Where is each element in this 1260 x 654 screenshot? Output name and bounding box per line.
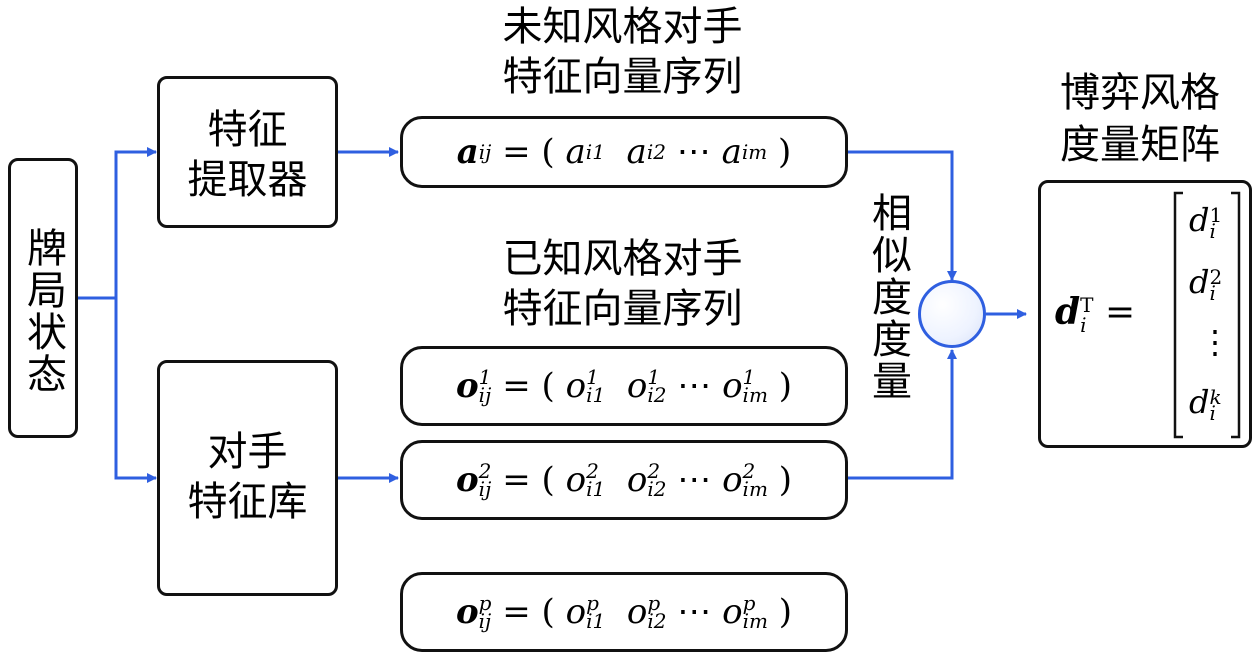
similarity-operator-circle (918, 280, 986, 348)
known2-sub: ij (478, 477, 492, 501)
knownp-var: o (455, 592, 479, 632)
matrix-entry-1-sup: 1 (1209, 202, 1223, 227)
matrix-title-line1: 博弈风格 (1060, 70, 1220, 116)
matrix-lhs-var: d (1055, 291, 1081, 333)
arrow-known-to-metric (848, 349, 957, 480)
matrix-entry-1-sub: i (1209, 218, 1216, 243)
matrix-entry-k-sup: k (1209, 384, 1222, 409)
game-state-label: 牌局状态 (20, 227, 66, 395)
matrix-vdots: ⋮ (1199, 323, 1231, 361)
unknown-vector-title-line2: 特征向量序列 (502, 54, 743, 100)
known2-e2-sup: 2 (647, 459, 661, 483)
unknown-elem-sub-1: i1 (585, 140, 605, 164)
known1-var: o (455, 366, 479, 406)
known2-e3-sup: 2 (742, 459, 756, 483)
known1-e2-sub: i2 (647, 383, 667, 407)
known2-e3-sub: im (742, 477, 768, 501)
known1-e3-sup: 1 (742, 365, 756, 389)
known1-e3-sub: im (742, 383, 768, 407)
opponent-library-box: 对手 特征库 (157, 360, 338, 596)
matrix-lhs-sup: T (1080, 293, 1094, 317)
known2-e1-sup: 2 (586, 459, 599, 483)
known1-sup: 1 (478, 365, 492, 389)
knownp-e2-sup: p (647, 591, 661, 615)
knownp-sub: ij (478, 609, 492, 633)
known-vector-title-line1: 已知风格对手 (502, 236, 743, 282)
arrow-unknown-to-metric (848, 150, 957, 281)
feature-extractor-line2: 提取器 (187, 157, 308, 203)
knownp-e3-sub: im (742, 609, 768, 633)
unknown-vector-title-line1: 未知风格对手 (502, 4, 743, 50)
known1-e2-sup: 1 (647, 365, 661, 389)
known2-e1-sub: i1 (586, 477, 606, 501)
unknown-elem-2: a (626, 132, 647, 172)
unknown-elem-3: a (721, 132, 742, 172)
unknown-sub: ij (478, 140, 492, 164)
matrix-lhs-sub: i (1080, 313, 1087, 337)
known2-e2-sub: i2 (647, 477, 667, 501)
known2-var: o (455, 460, 479, 500)
known1-e1-sup: 1 (586, 365, 599, 389)
arrow-to-library (114, 298, 157, 483)
similarity-metric-label: 相似度度量 (865, 192, 911, 402)
known1-sub: ij (478, 383, 492, 407)
unknown-elem-sub-3: im (741, 140, 768, 164)
matrix-entry-2-sup: 2 (1209, 264, 1223, 289)
known-vector-title-line2: 特征向量序列 (502, 286, 743, 332)
matrix-entry-2-sub: i (1209, 280, 1216, 305)
arrow-to-extractor (78, 147, 157, 300)
matrix-title-line2: 度量矩阵 (1060, 122, 1220, 168)
known1-e1-sub: i1 (586, 383, 606, 407)
unknown-elem-sub-2: i2 (646, 140, 666, 164)
feature-extractor-line1: 特征 (207, 107, 288, 153)
known2-sup: 2 (478, 459, 492, 483)
unknown-elem-1: a (565, 132, 586, 172)
game-state-box: 牌局状态 (8, 158, 78, 438)
opponent-library-line2: 特征库 (187, 479, 308, 525)
matrix-entry-k-sub: i (1209, 400, 1216, 425)
opponent-library-line1: 对手 (207, 429, 288, 475)
knownp-sup: p (478, 591, 492, 615)
matrix-brackets (1173, 191, 1241, 439)
knownp-e2-sub: i2 (647, 609, 667, 633)
knownp-e3-sup: p (742, 591, 756, 615)
knownp-e1-sup: p (586, 591, 599, 615)
unknown-var: a (456, 132, 479, 172)
feature-extractor-box: 特征 提取器 (157, 76, 338, 228)
knownp-e1-sub: i1 (586, 609, 606, 633)
